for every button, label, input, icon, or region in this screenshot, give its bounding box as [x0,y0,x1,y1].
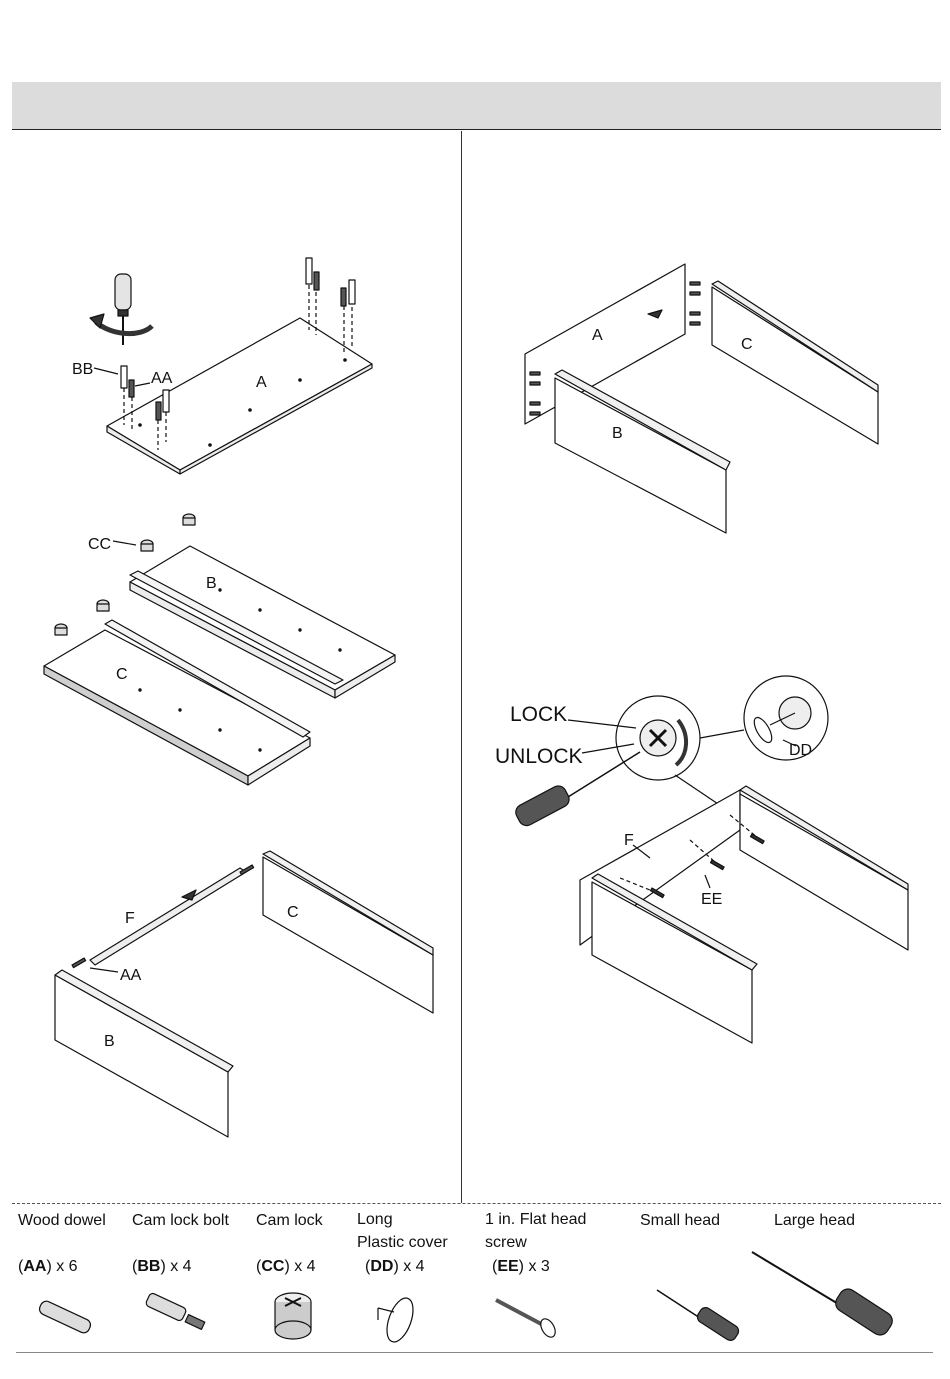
fig3-label-b: B [104,1033,115,1050]
fig4-label-c: C [741,336,753,353]
hardware-cc-code: CC [261,1258,284,1275]
fig4-label-a: A [592,327,603,344]
fig3-label-c: C [287,904,299,921]
hardware-bb-name: Cam lock bolt [132,1210,229,1232]
hardware-aa-name: Wood dowel [18,1210,106,1232]
fig1-label-bb: BB [72,361,93,378]
hardware-dd-code: DD [370,1258,393,1275]
fig3-label-aa: AA [120,967,142,984]
fig3-label-f: F [125,910,135,927]
figure-1-panel-a [90,258,372,474]
figure-3-frame [55,851,433,1137]
hardware-cc-count: x 4 [294,1258,315,1275]
figure-2-panels-b-c [44,514,395,785]
plastic-cover-icon [378,1295,418,1346]
fig1-label-aa: AA [151,370,173,387]
fig5-label-unlock: UNLOCK [495,745,583,768]
hardware-dd-name-line2: Plastic cover [357,1232,448,1254]
hardware-aa-code: AA [23,1258,46,1275]
fig2-label-c: C [116,666,128,683]
fig2-label-b: B [206,575,217,592]
figure-4-frame [525,264,878,533]
hardware-cc-qty: (CC) x 4 [256,1256,316,1278]
hardware-ee-qty: (EE) x 3 [492,1256,550,1278]
hardware-dd-count: x 4 [403,1258,424,1275]
tool-small-head-label: Small head [640,1210,720,1232]
small-screwdriver-icon [657,1290,741,1343]
fig5-label-dd: DD [789,742,812,759]
large-screwdriver-icon [752,1252,896,1338]
hardware-bb-qty: (BB) x 4 [132,1256,192,1278]
tool-large-head-label: Large head [774,1210,855,1232]
fig5-label-lock: LOCK [510,703,567,726]
wood-dowel-icon [38,1299,93,1335]
hardware-aa-qty: (AA) x 6 [18,1256,78,1278]
hardware-ee-name-line1: 1 in. Flat head [485,1209,586,1231]
hardware-ee-code: EE [497,1258,518,1275]
hardware-ee-count: x 3 [528,1258,549,1275]
fig4-label-b: B [612,425,623,442]
hardware-ee-name-line2: screw [485,1232,527,1254]
hardware-dd-qty: (DD) x 4 [365,1256,425,1278]
fig5-label-f: F [624,832,634,849]
hardware-dd-name-line1: Long [357,1209,393,1231]
fig1-label-a: A [256,374,267,391]
hardware-bb-code: BB [137,1258,160,1275]
cam-lock-bolt-icon [145,1292,205,1329]
hardware-cc-name: Cam lock [256,1210,323,1232]
figure-5-detail [513,676,908,1043]
fig2-label-cc: CC [88,536,111,553]
flat-head-screw-icon [496,1300,558,1340]
hardware-aa-count: x 6 [56,1258,77,1275]
fig5-label-ee: EE [701,891,722,908]
hardware-bb-count: x 4 [170,1258,191,1275]
cam-lock-icon [275,1293,311,1339]
